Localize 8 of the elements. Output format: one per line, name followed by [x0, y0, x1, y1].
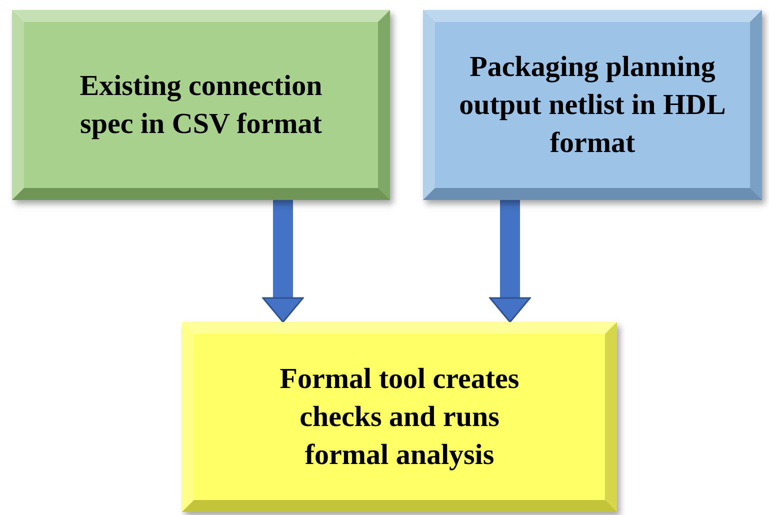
box-label: Packaging planning output netlist in HDL format — [458, 50, 727, 161]
box-label: Existing connection spec in CSV format — [78, 69, 324, 142]
block-arrow — [262, 200, 304, 323]
box-label: Formal tool creates checks and runs formal analysis — [278, 362, 520, 473]
process-box — [12, 10, 390, 200]
process-box — [423, 10, 762, 200]
process-box — [182, 322, 617, 512]
block-arrow — [489, 200, 531, 323]
